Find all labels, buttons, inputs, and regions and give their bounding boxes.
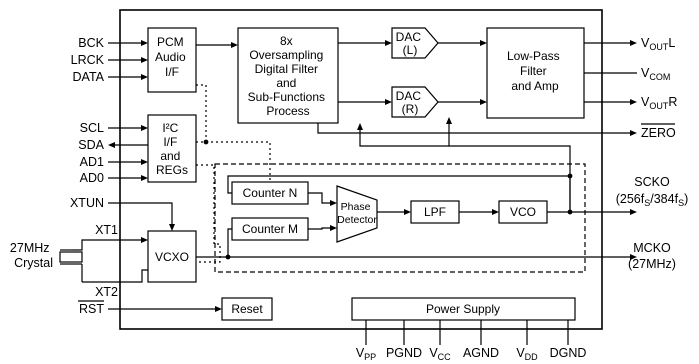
pin-voutr: VOUTR bbox=[641, 95, 677, 111]
vco-label: VCO bbox=[510, 205, 536, 219]
pin-lrck: LRCK bbox=[71, 53, 105, 67]
pin-scl: SCL bbox=[80, 121, 104, 135]
svg-text:DAC (R): DAC (R) bbox=[396, 89, 425, 116]
dac-left-line1: DAC bbox=[396, 30, 422, 44]
svg-text:PCM Audio I/F: PCM Audio I/F bbox=[155, 35, 189, 79]
counter-m-label: Counter M bbox=[242, 222, 298, 236]
reset-label: Reset bbox=[231, 302, 263, 316]
scko-frequency: (256fS/384fS) bbox=[616, 192, 689, 208]
phase-detector-block bbox=[336, 185, 378, 243]
pin-rst: RST bbox=[79, 302, 104, 316]
counter-n-label: Counter N bbox=[243, 186, 298, 200]
crystal-label-line2: Crystal bbox=[14, 256, 53, 270]
i2c-line2: I/F bbox=[163, 135, 177, 149]
pin-xt2: XT2 bbox=[95, 285, 118, 299]
i2c-block bbox=[147, 114, 197, 183]
pin-vdd: VDD bbox=[516, 346, 538, 362]
lpf-amp-line3: and Amp bbox=[511, 79, 559, 93]
filter-label-line4: and bbox=[276, 76, 296, 90]
svg-text:Phase Detector: Phase Detector bbox=[337, 201, 377, 226]
pin-xt1: XT1 bbox=[95, 223, 118, 237]
lowpass-amp-block bbox=[486, 27, 585, 119]
svg-text:8x Oversampling Digita: 8x Oversampling Digital Filter and Sub-F… bbox=[248, 34, 329, 118]
svg-text:DAC (L): DAC (L) bbox=[396, 30, 425, 57]
pcm-audio-if-block bbox=[147, 27, 197, 93]
dac-right-line1: DAC bbox=[396, 89, 422, 103]
i2c-line3: and bbox=[160, 149, 180, 163]
pin-zero: ZERO bbox=[641, 126, 676, 140]
pin-ad0: AD0 bbox=[80, 171, 104, 185]
svg-text:I²C I/F and REGs: I²C I/F and REGs bbox=[156, 121, 188, 177]
dac-left-block bbox=[391, 27, 439, 59]
filter-label-line5: Sub-Functions bbox=[248, 90, 325, 104]
svg-text:27MHz Crystal: 27MHz Crystal bbox=[10, 241, 53, 270]
oversampling-filter-block bbox=[237, 27, 339, 124]
pin-vcc: VCC bbox=[429, 346, 451, 362]
filter-label-line2: Oversampling bbox=[249, 48, 323, 62]
pin-ad1: AD1 bbox=[80, 155, 104, 169]
i2c-line4: REGs bbox=[156, 163, 188, 177]
pin-scko: SCKO bbox=[634, 175, 670, 189]
vcxo-label: VCXO bbox=[155, 250, 189, 264]
mcko-frequency: (27MHz) bbox=[628, 257, 676, 271]
pin-xtun: XTUN bbox=[70, 196, 104, 210]
filter-label-line3: Digital Filter bbox=[255, 62, 318, 76]
power-supply-label: Power Supply bbox=[426, 302, 500, 316]
dac-left-line2: (L) bbox=[403, 43, 418, 57]
pcm-label-line2: Audio bbox=[155, 50, 186, 64]
wiring bbox=[59, 40, 637, 345]
svg-text:Low-Pass Filter and Am: Low-Pass Filter and Amp bbox=[507, 49, 563, 93]
pin-dgnd: DGND bbox=[550, 346, 587, 360]
lpf-label: LPF bbox=[424, 205, 446, 219]
power-supply-block bbox=[351, 297, 576, 321]
pin-voutl: VOUTL bbox=[641, 36, 675, 52]
pcm-label-line3: I/F bbox=[165, 65, 179, 79]
filter-label-line6: Process bbox=[266, 104, 309, 118]
pin-agnd: AGND bbox=[463, 346, 499, 360]
pin-sda: SDA bbox=[78, 138, 104, 152]
pin-vpp: VPP bbox=[356, 346, 376, 362]
dac-right-line2: (R) bbox=[402, 102, 419, 116]
pin-data: DATA bbox=[73, 70, 105, 84]
pll-region bbox=[214, 163, 586, 273]
pin-mcko: MCKO bbox=[633, 241, 671, 255]
pin-pgnd: PGND bbox=[386, 346, 422, 360]
pcm-label-line1: PCM bbox=[157, 35, 184, 49]
lpf-amp-line2: Filter bbox=[520, 64, 547, 78]
phase-detector-line2: Detector bbox=[337, 214, 377, 226]
pin-vcom: VCOM bbox=[641, 66, 670, 82]
crystal-symbol bbox=[59, 251, 83, 263]
pin-bck: BCK bbox=[78, 36, 104, 50]
crystal-label-line1: 27MHz bbox=[10, 241, 50, 255]
dac-right-block bbox=[391, 86, 439, 118]
i2c-line1: I²C bbox=[162, 121, 178, 135]
lpf-amp-line1: Low-Pass bbox=[507, 49, 560, 63]
filter-label-line1: 8x bbox=[280, 34, 293, 48]
phase-detector-line1: Phase bbox=[341, 201, 371, 213]
